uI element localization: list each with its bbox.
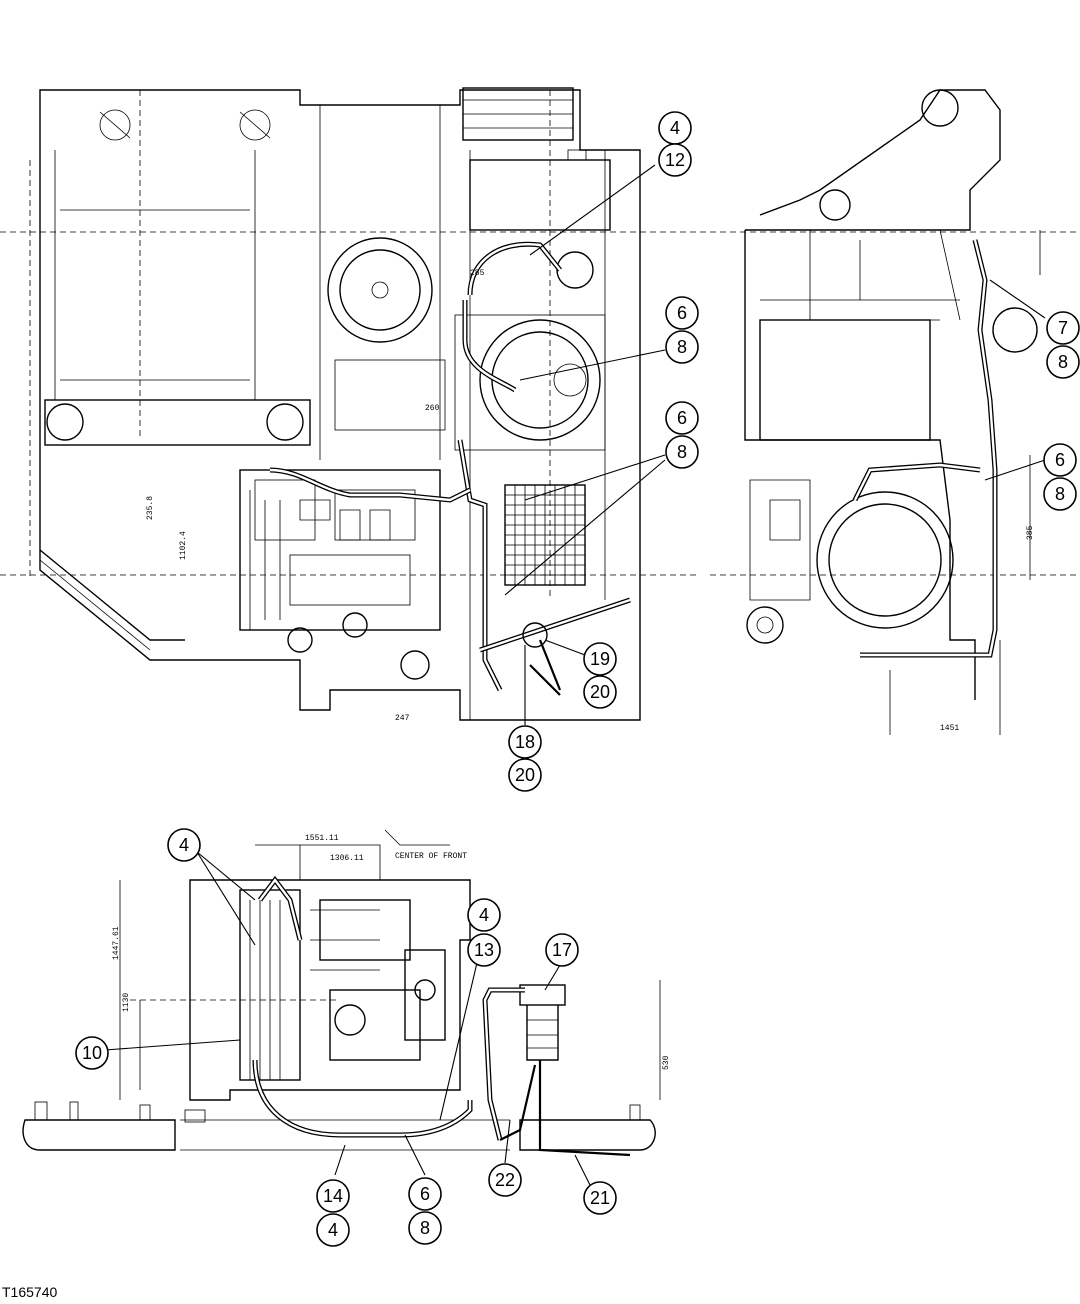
leader-lines	[104, 164, 1046, 1186]
svg-text:18: 18	[515, 732, 535, 752]
callout-4-top: 4	[658, 111, 692, 145]
svg-text:6: 6	[1055, 450, 1065, 470]
svg-text:8: 8	[420, 1218, 430, 1238]
svg-text:8: 8	[1055, 484, 1065, 504]
svg-text:235.8: 235.8	[146, 496, 155, 520]
svg-text:8: 8	[677, 442, 687, 462]
callout-14: 14	[316, 1179, 350, 1213]
svg-text:8: 8	[1058, 352, 1068, 372]
callout-6-a: 6	[665, 296, 699, 330]
callout-8-bot: 8	[408, 1211, 442, 1245]
callout-6-b: 6	[665, 401, 699, 435]
callout-7: 7	[1046, 311, 1080, 345]
svg-text:1551.11: 1551.11	[305, 834, 339, 843]
svg-text:247: 247	[395, 714, 410, 723]
callout-8-c: 8	[1046, 345, 1080, 379]
svg-text:10: 10	[82, 1043, 102, 1063]
svg-text:385: 385	[1026, 525, 1035, 540]
front-view: CENTER OF FRONT 1551.11 1306.11 1447.61 …	[22, 829, 671, 1157]
callout-8-d: 8	[1043, 477, 1077, 511]
svg-text:CENTER OF FRONT: CENTER OF FRONT	[395, 852, 467, 861]
svg-text:20: 20	[590, 682, 610, 702]
svg-text:13: 13	[474, 940, 494, 960]
svg-text:14: 14	[323, 1186, 343, 1206]
svg-text:7: 7	[1058, 318, 1068, 338]
svg-text:4: 4	[479, 905, 489, 925]
svg-text:17: 17	[552, 940, 572, 960]
svg-text:530: 530	[662, 1055, 671, 1070]
svg-text:12: 12	[665, 150, 685, 170]
callout-6-bot: 6	[408, 1177, 442, 1211]
svg-text:1447.61: 1447.61	[112, 926, 121, 960]
callout-20-b: 20	[508, 758, 542, 792]
callout-4-bot: 4	[316, 1213, 350, 1247]
svg-text:1102.4: 1102.4	[179, 531, 188, 560]
svg-text:260: 260	[425, 404, 440, 413]
top-plan-view: 235.8 1102.4 247 260 285	[0, 87, 1080, 723]
callout-4-mid: 4	[467, 898, 501, 932]
svg-text:285: 285	[470, 269, 485, 278]
callout-22: 22	[488, 1163, 522, 1197]
callout-8-b: 8	[665, 435, 699, 469]
svg-text:4: 4	[179, 835, 189, 855]
side-view: 385 1451	[710, 89, 1080, 735]
callout-20-a: 20	[583, 675, 617, 709]
svg-text:1130: 1130	[122, 993, 131, 1012]
svg-text:19: 19	[590, 649, 610, 669]
callout-18: 18	[508, 725, 542, 759]
svg-text:6: 6	[677, 303, 687, 323]
svg-text:4: 4	[670, 118, 680, 138]
callout-12: 12	[658, 143, 692, 177]
svg-text:21: 21	[590, 1188, 610, 1208]
callout-19: 19	[583, 642, 617, 676]
callout-13: 13	[467, 933, 501, 967]
svg-text:1451: 1451	[940, 724, 959, 733]
callout-21: 21	[583, 1181, 617, 1215]
callout-17: 17	[545, 933, 579, 967]
svg-text:6: 6	[677, 408, 687, 428]
svg-text:1306.11: 1306.11	[330, 854, 364, 863]
svg-text:6: 6	[420, 1184, 430, 1204]
callout-10: 10	[75, 1036, 109, 1070]
svg-text:20: 20	[515, 765, 535, 785]
svg-text:22: 22	[495, 1170, 515, 1190]
callout-4-bl: 4	[167, 828, 201, 862]
callout-8-a: 8	[665, 330, 699, 364]
callout-6-c: 6	[1043, 443, 1077, 477]
radiator-grid	[504, 484, 586, 586]
svg-text:8: 8	[677, 337, 687, 357]
figure-id: T165740	[2, 1284, 58, 1300]
svg-text:4: 4	[328, 1220, 338, 1240]
